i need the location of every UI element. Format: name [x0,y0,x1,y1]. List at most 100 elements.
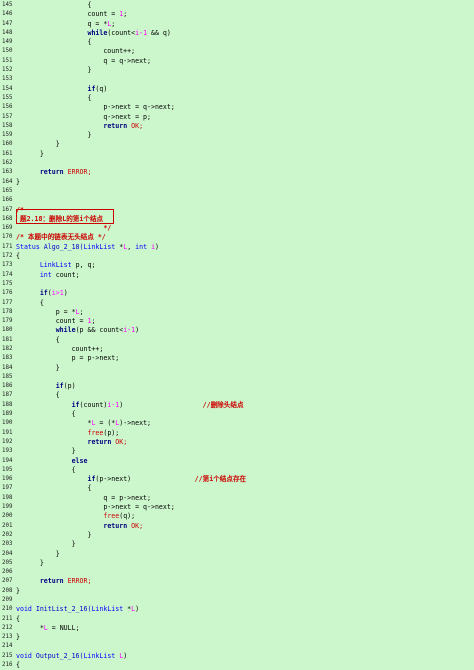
code-line: 201 return OK; [0,522,474,531]
code-token: { [16,93,92,102]
code-token: if [71,400,80,409]
code-text: */ [16,224,111,233]
code-token: p, q; [71,261,96,270]
code-token: q = q->next; [16,56,151,65]
line-number: 173 [2,262,13,269]
code-token: return [103,121,128,130]
code-text: return OK; [16,522,143,531]
code-text: { [16,391,60,400]
code-text: { [16,94,91,103]
line-number: 178 [2,308,13,315]
code-text: { [16,252,20,261]
code-token: { [16,252,20,261]
code-line: 155 { [0,94,474,103]
line-number: 191 [2,429,13,436]
code-token: LinkList [83,651,116,660]
line-number: 166 [2,197,13,204]
code-text: void Output_2_16(LinkList L) [16,652,127,661]
code-text: } [16,178,20,187]
line-number: 181 [2,336,13,343]
line-number: 214 [2,643,13,650]
code-token [16,522,103,530]
line-number: 199 [2,504,13,511]
code-token [16,261,40,269]
code-line: 214 [0,642,474,651]
code-line: 165 [0,187,474,196]
code-token: ( [47,289,52,298]
title-comment-box [16,209,114,225]
code-token: ) [123,651,128,660]
code-text: /* 本题中的链表无头结点 */ [16,233,106,242]
code-token: ) [63,289,68,298]
code-token: && q) [147,28,171,37]
code-line: 180 while(p && count<i-1) [0,326,474,335]
line-number: 196 [2,476,13,483]
code-token: while [87,28,108,37]
code-line: 166 [0,196,474,205]
line-number: 151 [2,57,13,64]
code-text: q->next = p; [16,113,151,122]
line-number: 161 [2,150,13,157]
line-number: 162 [2,160,13,167]
code-token: (p->next) [95,475,195,484]
code-line: 172{ [0,252,474,261]
code-line: 177 { [0,299,474,308]
code-token: return [39,168,64,177]
code-token: ) [135,326,140,335]
line-number: 156 [2,104,13,111]
code-line: 207 return ERROR; [0,577,474,586]
code-token: * [16,419,92,428]
line-number: 149 [2,39,13,46]
code-token [16,29,87,37]
code-line: 192 return OK; [0,438,474,447]
code-token: } [16,363,60,372]
code-line: 146 count = 1; [0,10,474,19]
code-text: *L = (*L)->next; [16,419,151,428]
code-token: q = * [16,19,108,28]
code-text: 题2.18：删除L的第i个结点 [16,215,107,224]
line-number: 180 [2,327,13,334]
code-line: 164} [0,178,474,187]
code-token: count++; [16,47,136,56]
code-line: 169 */ [0,224,474,233]
code-text: count = 1; [16,10,127,19]
line-number: 203 [2,541,13,548]
code-text: { [16,466,76,475]
code-token: ) [155,242,160,251]
line-number: 175 [2,280,13,287]
code-token: ; [79,307,84,316]
line-number: 155 [2,94,13,101]
code-line: 194 else [0,457,474,466]
code-line: 178 p = *L; [0,308,474,317]
code-token: free [87,428,104,437]
code-line: 195 { [0,466,474,475]
code-token: Algo_2_18( [43,242,84,251]
line-number: 208 [2,587,13,594]
code-line: 208} [0,587,474,596]
code-token: return [103,521,128,530]
line-number: 152 [2,67,13,74]
code-token: (count< [107,28,136,37]
code-text: LinkList p, q; [16,261,96,270]
code-line: 150 count++; [0,47,474,56]
code-token: LinkList [39,261,72,270]
code-token: { [16,484,92,493]
code-token: ; [123,10,128,19]
code-token: (q) [95,84,108,93]
code-text: } [16,66,91,75]
code-token: * [16,623,44,632]
code-line: 158 return OK; [0,122,474,131]
code-line: 162 [0,159,474,168]
line-number: 172 [2,253,13,260]
code-line: 199 p->next = q->next; [0,503,474,512]
line-number: 164 [2,178,13,185]
code-text: while(count<i-1 && q) [16,28,171,38]
code-text: else [16,457,88,466]
code-text: } [16,150,44,159]
code-token: LinkList [91,605,124,614]
code-text: q = p->next; [16,494,151,503]
code-token: count++; [16,344,104,353]
code-line: 189 { [0,410,474,419]
code-token: } [16,540,76,549]
